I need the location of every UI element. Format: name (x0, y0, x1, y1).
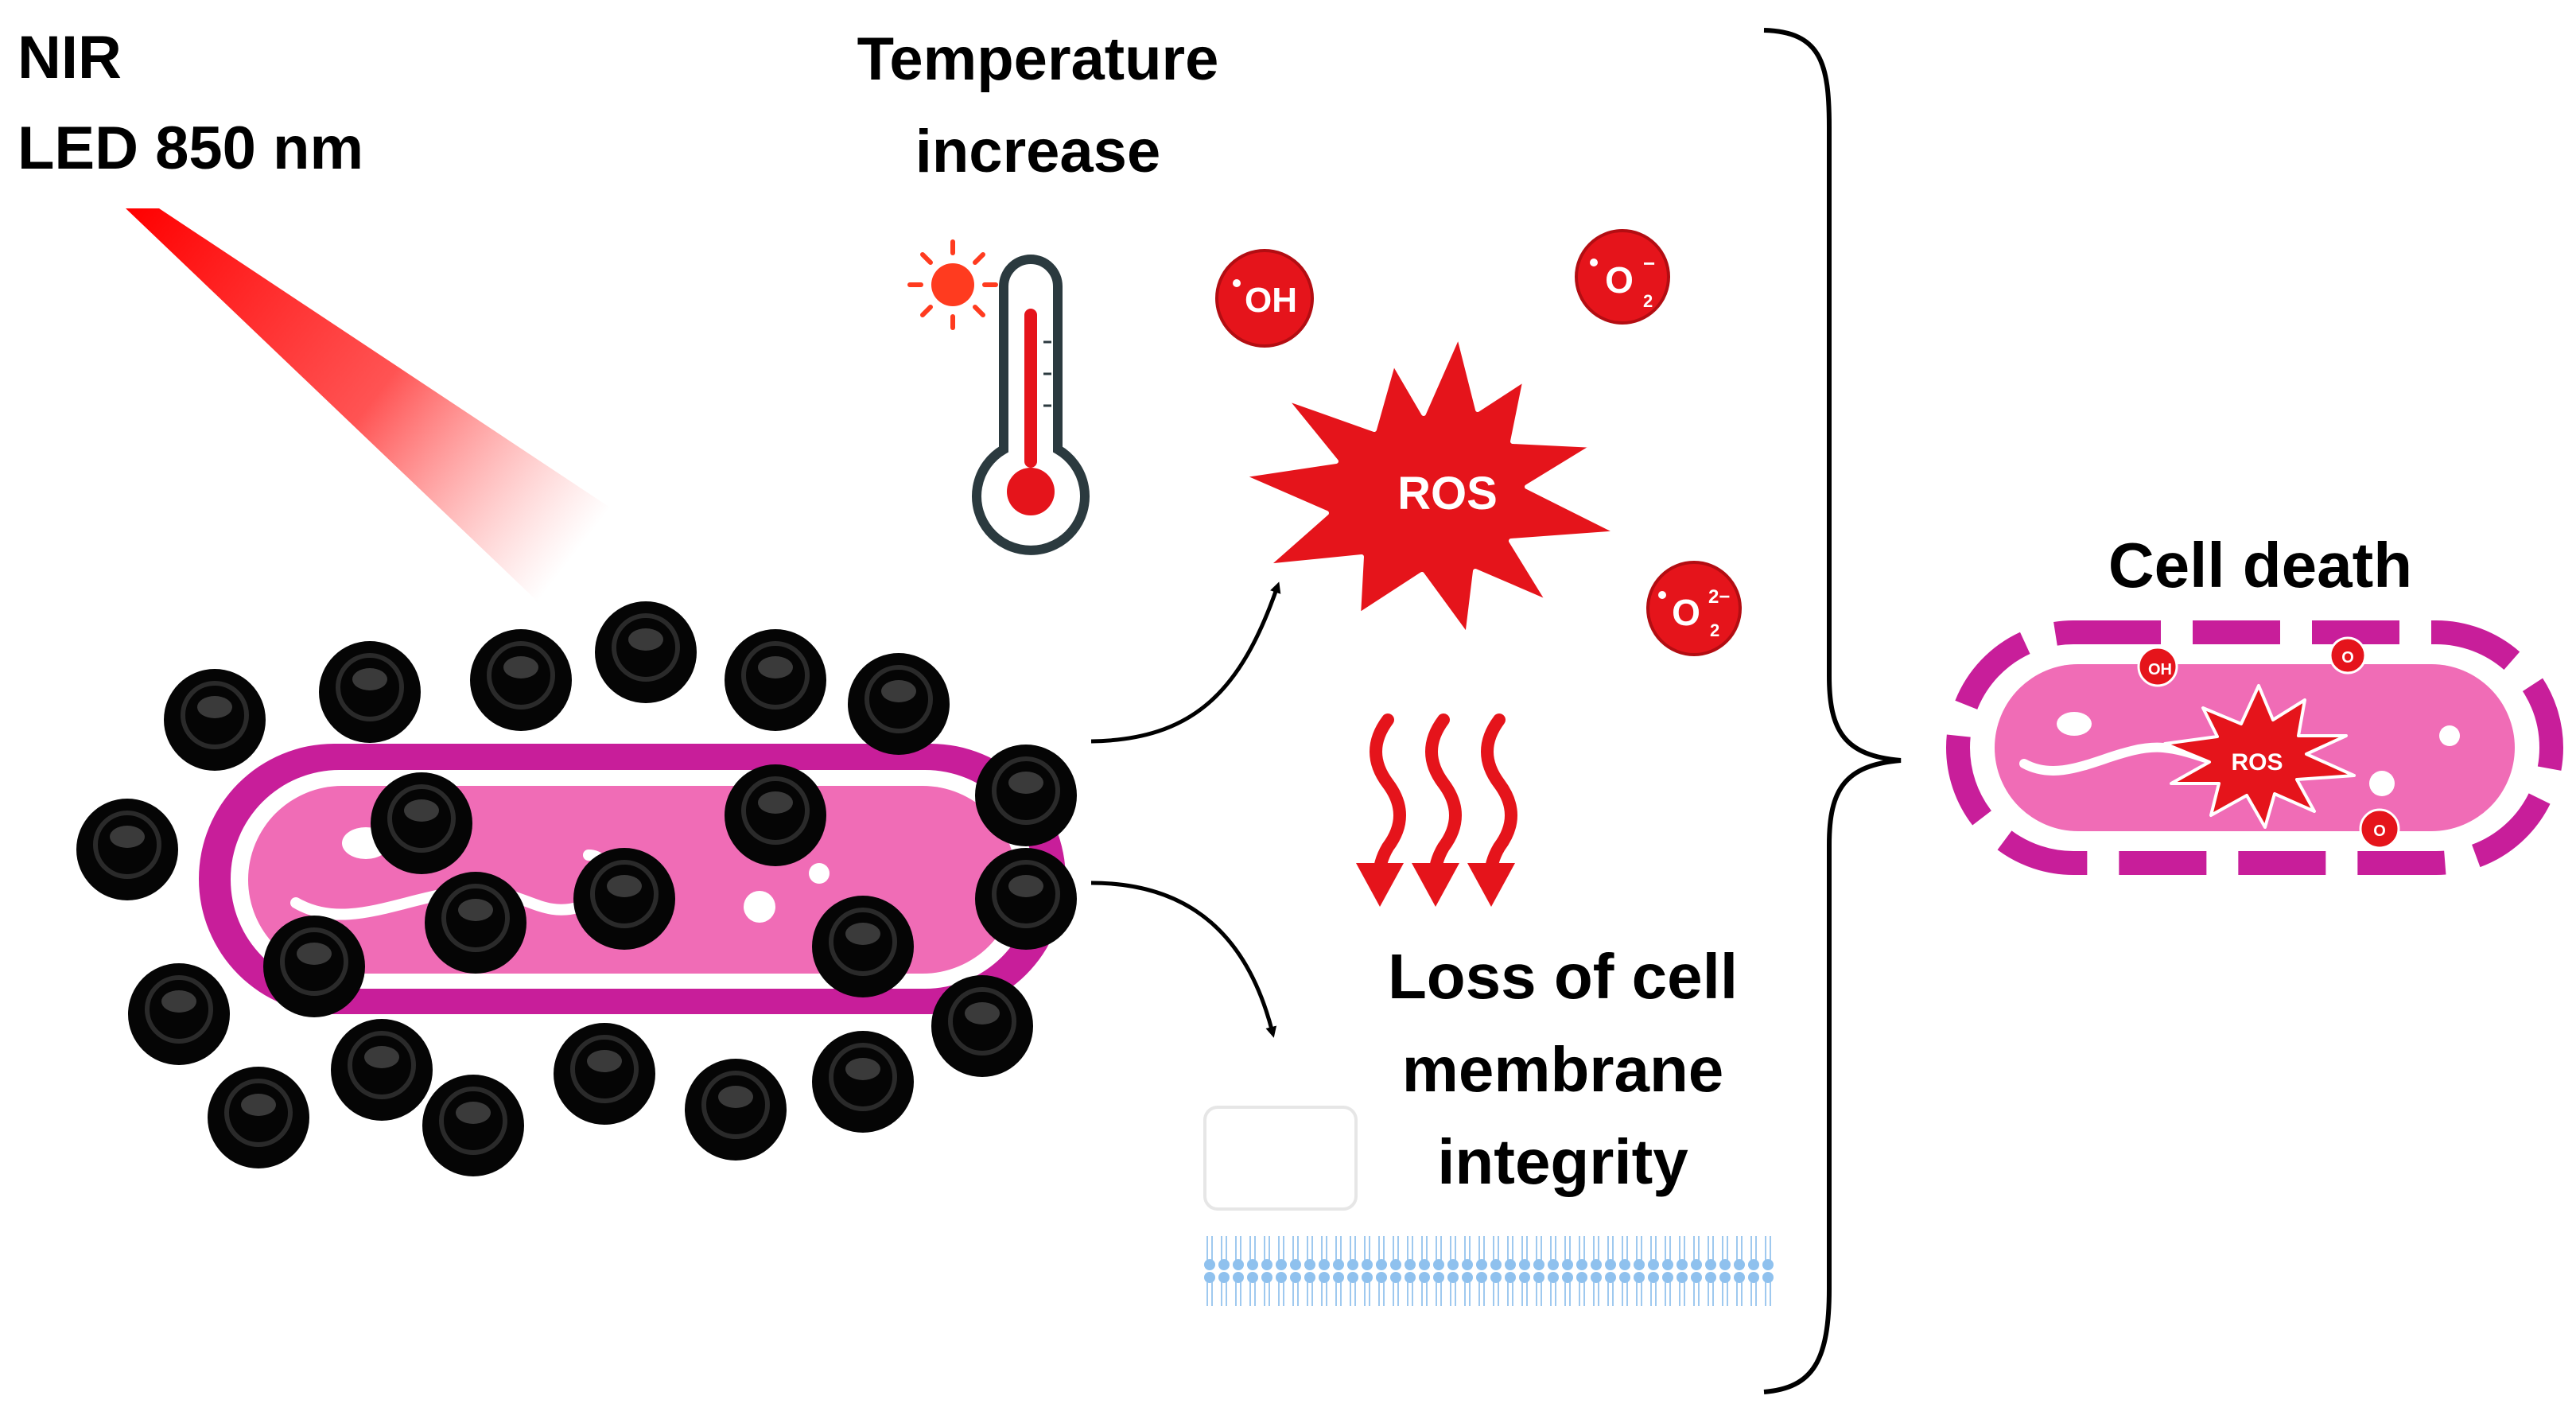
nanoparticle-icon (812, 896, 914, 997)
svg-text:OH: OH (2148, 661, 2172, 678)
nanoparticle-icon (425, 872, 526, 974)
nanoparticle-icon (263, 916, 365, 1017)
nanoparticle-icon (128, 963, 230, 1065)
peroxide-radical-icon: O 2 2− (1646, 561, 1742, 656)
thermometer-icon (972, 255, 1090, 555)
nanoparticle-icon (76, 799, 178, 900)
svg-text:ROS: ROS (1397, 468, 1498, 519)
temperature-label: Temperature (857, 25, 1219, 93)
nir-label: NIR (17, 24, 122, 91)
svg-text:2: 2 (1643, 291, 1653, 311)
nanoparticle-icon (975, 745, 1077, 846)
ros-burst-icon: ROS (1238, 332, 1622, 639)
arrow-to-ros (1090, 581, 1281, 744)
svg-text:ROS: ROS (2231, 749, 2283, 776)
svg-text:2: 2 (1710, 620, 1719, 640)
svg-text:−: − (1643, 251, 1655, 275)
nanoparticle-icon (470, 629, 572, 731)
nanoparticle-icon (595, 601, 697, 703)
nanoparticle-icon (208, 1067, 309, 1168)
arrow-to-membrane (1090, 881, 1277, 1038)
curly-brace-icon (1763, 28, 1902, 1394)
cell-death-label: Cell death (2108, 530, 2412, 601)
nanoparticle-icon (164, 669, 266, 771)
nanoparticles (76, 601, 1077, 1176)
nanoparticle-icon (812, 1031, 914, 1133)
loss-label-line3: integrity (1437, 1126, 1688, 1197)
nanoparticle-icon (573, 848, 675, 950)
dead-bacterium-icon: ROS OH O O (1946, 620, 2563, 875)
loss-label-line2: membrane (1402, 1034, 1724, 1105)
nanoparticle-icon (554, 1023, 655, 1125)
nanoparticle-icon (931, 975, 1033, 1077)
lipid-bilayer-icon (1203, 1233, 1775, 1308)
svg-text:OH: OH (1245, 281, 1297, 320)
nanoparticle-icon (371, 772, 472, 874)
nir-beam (126, 208, 612, 605)
svg-text:O: O (1605, 259, 1634, 301)
nanoparticle-icon (422, 1075, 524, 1176)
nanoparticle-icon (848, 653, 950, 755)
nanoparticle-icon (319, 641, 421, 743)
superoxide-radical-icon: O 2 − (1575, 229, 1670, 325)
svg-text:O: O (2341, 649, 2354, 667)
nanoparticle-icon (725, 764, 826, 866)
loss-label-line1: Loss of cell (1388, 941, 1738, 1012)
increase-label: increase (915, 118, 1160, 185)
svg-text:2−: 2− (1708, 586, 1730, 608)
nanoparticle-icon (685, 1059, 787, 1161)
nanoparticle-icon (975, 848, 1077, 950)
hydroxyl-radical-icon: OH (1215, 249, 1314, 348)
placeholder-box (1203, 1106, 1358, 1211)
nanoparticle-icon (331, 1019, 433, 1121)
svg-text:O: O (2373, 822, 2386, 840)
sun-icon (907, 239, 998, 330)
svg-text:O: O (1672, 592, 1700, 633)
nanoparticle-icon (725, 629, 826, 731)
led-label: LED 850 nm (17, 115, 363, 182)
heat-wave-arrowheads (1356, 863, 1515, 907)
